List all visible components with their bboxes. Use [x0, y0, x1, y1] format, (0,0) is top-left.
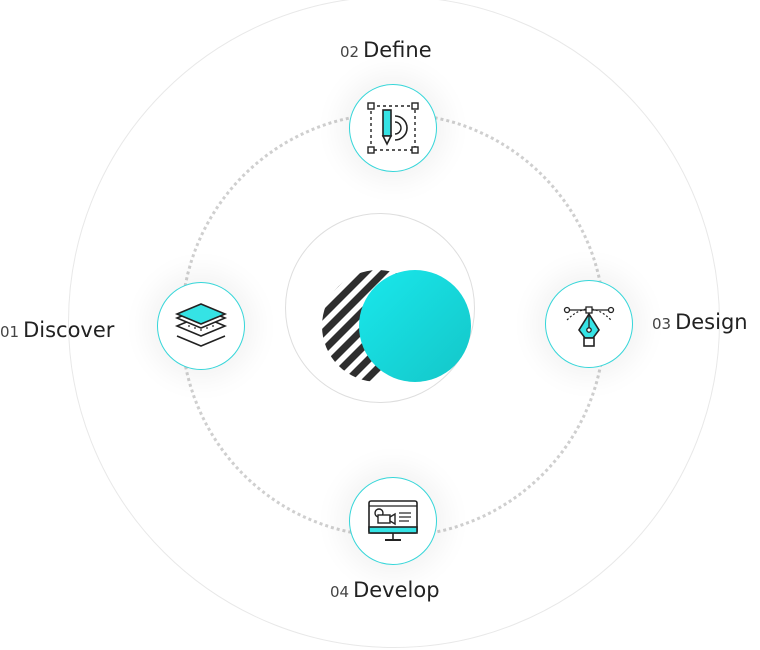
outer-ring	[68, 0, 720, 648]
step-number: 04	[330, 583, 350, 601]
step-define-node[interactable]	[349, 84, 437, 172]
pen-tool-icon	[563, 306, 615, 347]
step-number: 03	[652, 315, 672, 333]
step-number: 02	[340, 43, 360, 61]
step-title: Define	[363, 38, 432, 62]
step-title: Develop	[353, 578, 440, 602]
step-develop-node[interactable]	[349, 477, 437, 565]
step-title: Design	[675, 310, 748, 334]
pencil-gear-icon	[367, 102, 419, 154]
step-discover-node[interactable]	[157, 282, 245, 370]
center-logo-icon	[322, 270, 471, 382]
step-number: 01	[0, 323, 20, 341]
step-title: Discover	[23, 318, 115, 342]
step-design-node[interactable]	[545, 280, 633, 368]
monitor-video-icon	[368, 500, 418, 541]
layers-icon	[174, 303, 228, 347]
